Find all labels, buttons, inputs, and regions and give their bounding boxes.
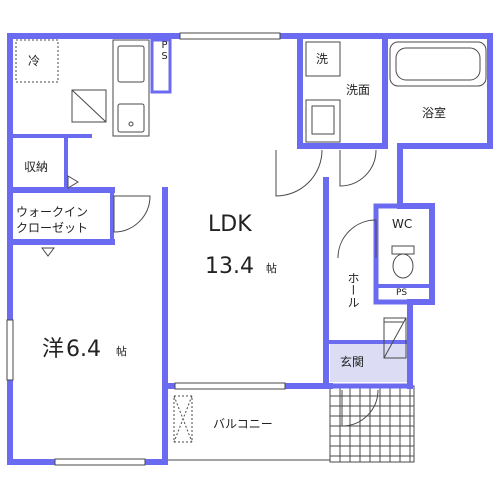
entrance-label: 玄関 bbox=[340, 355, 365, 369]
ldk-name: LDK bbox=[208, 212, 252, 237]
washer-label: 洗 bbox=[316, 52, 329, 66]
hall-label: ホール bbox=[346, 272, 360, 308]
refrigerator-label: 冷 bbox=[28, 54, 41, 68]
western-room-size: 6.4 bbox=[66, 337, 101, 362]
wc-label: WC bbox=[392, 217, 413, 231]
kitchen-counter bbox=[112, 39, 150, 137]
storage-label: 収納 bbox=[24, 160, 49, 174]
entrance-tiles bbox=[329, 385, 415, 463]
toilet bbox=[391, 245, 415, 279]
washroom-label: 洗面 bbox=[346, 83, 371, 97]
bath-label: 浴室 bbox=[422, 106, 447, 120]
vanity bbox=[305, 99, 341, 143]
entrance-floor bbox=[330, 342, 410, 382]
sink-drain bbox=[128, 121, 134, 127]
wic-label-line2: クローゼット bbox=[16, 221, 89, 235]
ps-kitchen-label: PS bbox=[159, 40, 170, 62]
washer-space bbox=[305, 41, 341, 77]
doors bbox=[41, 149, 407, 427]
stove bbox=[117, 45, 145, 83]
wic-label-line1: ウォークイン bbox=[16, 205, 89, 219]
windows bbox=[6, 32, 286, 466]
range-hood bbox=[71, 89, 107, 123]
kitchen-fixtures bbox=[15, 39, 150, 137]
refrigerator-space bbox=[15, 39, 59, 83]
ldk-unit: 帖 bbox=[266, 262, 277, 275]
basin bbox=[311, 105, 335, 135]
ps-wc-label: PS bbox=[396, 288, 408, 298]
balcony-label: バルコニー bbox=[213, 417, 273, 431]
bathtub bbox=[389, 41, 487, 87]
sink bbox=[117, 103, 145, 133]
bathroom-fixtures bbox=[305, 41, 487, 143]
ldk-size: 13.4 bbox=[205, 254, 254, 279]
western-room-unit: 帖 bbox=[116, 345, 127, 358]
western-room-name: 洋 bbox=[42, 337, 65, 362]
